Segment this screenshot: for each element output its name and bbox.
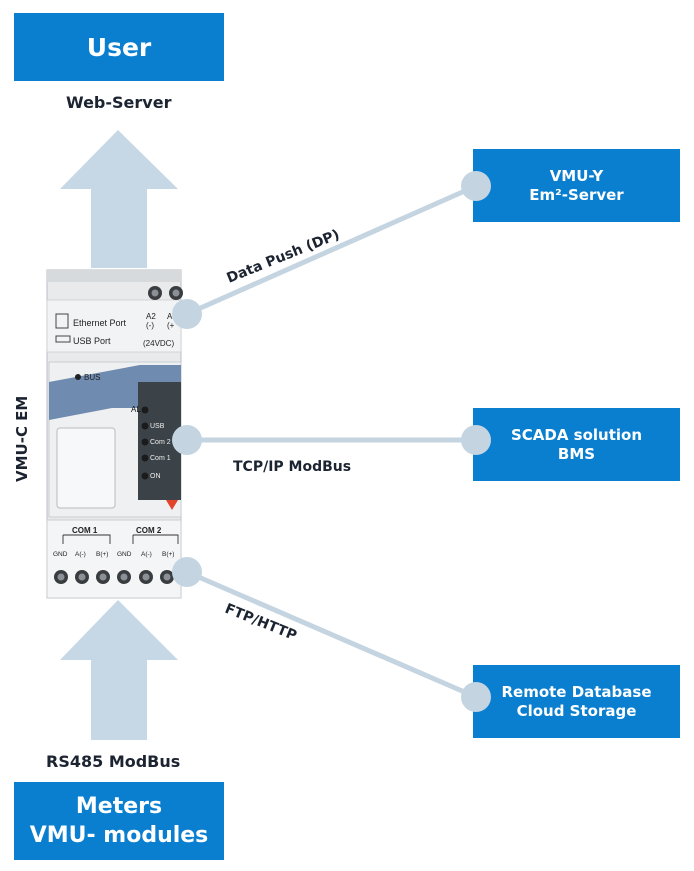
scada-dot bbox=[461, 425, 491, 455]
meters-box-line2: VMU- modules bbox=[29, 823, 209, 848]
a1-label: A bbox=[167, 312, 173, 321]
a2-sign: (-) bbox=[146, 321, 154, 330]
em2-server-label: Em²-Server bbox=[529, 185, 624, 204]
com2-terminal-label: COM 2 bbox=[136, 526, 162, 535]
data-push-line bbox=[184, 183, 479, 317]
cloud-storage-label: Cloud Storage bbox=[516, 701, 637, 720]
tcp-port-dot bbox=[172, 425, 202, 455]
user-box: User bbox=[14, 13, 224, 81]
bms-label: BMS bbox=[557, 444, 596, 463]
terminal-b-1: B(+) bbox=[96, 551, 108, 558]
terminal-screws bbox=[54, 570, 174, 584]
led-com2-label: Com 2 bbox=[150, 439, 171, 446]
vmu-y-label: VMU-Y bbox=[549, 166, 604, 185]
device-side-label: VMU-C EM bbox=[13, 396, 31, 482]
ethernet-port-icon bbox=[55, 313, 69, 329]
vmu-y-server-box: VMU-Y Em²-Server bbox=[473, 149, 680, 222]
input-arrow-icon bbox=[60, 600, 178, 740]
meters-box-line1: Meters bbox=[75, 794, 163, 819]
com1-terminal-label: COM 1 bbox=[72, 526, 98, 535]
web-server-label: Web-Server bbox=[66, 93, 172, 112]
bus-led-label: BUS bbox=[84, 373, 100, 382]
terminal-a-1: A(-) bbox=[75, 551, 86, 558]
cloud-storage-box: Remote Database Cloud Storage bbox=[473, 665, 680, 738]
tcp-modbus-label: TCP/IP ModBus bbox=[233, 459, 351, 475]
a1-sign: (+ bbox=[167, 321, 175, 330]
terminal-b-2: B(+) bbox=[162, 551, 174, 558]
data-push-port-dot bbox=[172, 299, 202, 329]
led-on-label: ON bbox=[150, 473, 161, 480]
vmu-c-em-device: Ethernet Port USB Port A2 (-) A (+ (24VD… bbox=[46, 269, 183, 599]
terminal-gnd-2: GND bbox=[117, 551, 132, 558]
rs485-modbus-label: RS485 ModBus bbox=[46, 752, 181, 771]
led-com1-label: Com 1 bbox=[150, 455, 171, 462]
led-usb-label: USB bbox=[150, 423, 165, 430]
terminal-gnd-1: GND bbox=[53, 551, 68, 558]
usb-port-icon bbox=[55, 335, 71, 343]
bus-led-icon bbox=[75, 374, 81, 380]
usb-port-label: USB Port bbox=[73, 336, 111, 346]
power-label: (24VDC) bbox=[143, 339, 174, 348]
brand-logo-icon bbox=[166, 500, 178, 510]
led-al-label: AL bbox=[131, 405, 141, 414]
ftp-http-label: FTP/HTTP bbox=[223, 601, 299, 644]
scada-bms-box: SCADA solution BMS bbox=[473, 408, 680, 481]
ftp-port-dot bbox=[172, 557, 202, 587]
card-slot bbox=[56, 427, 116, 509]
ftp-http-line bbox=[184, 569, 479, 700]
ethernet-port-label: Ethernet Port bbox=[73, 318, 127, 328]
a2-label: A2 bbox=[146, 312, 156, 321]
up-arrow-icon bbox=[60, 130, 178, 268]
meters-box: Meters VMU- modules bbox=[14, 782, 224, 860]
vmu-y-dot bbox=[461, 171, 491, 201]
scada-label: SCADA solution bbox=[510, 425, 643, 444]
cloud-dot bbox=[461, 682, 491, 712]
remote-database-label: Remote Database bbox=[501, 682, 652, 701]
user-box-title: User bbox=[86, 32, 152, 62]
terminal-a-2: A(-) bbox=[141, 551, 152, 558]
data-push-label: Data Push (DP) bbox=[225, 227, 342, 287]
